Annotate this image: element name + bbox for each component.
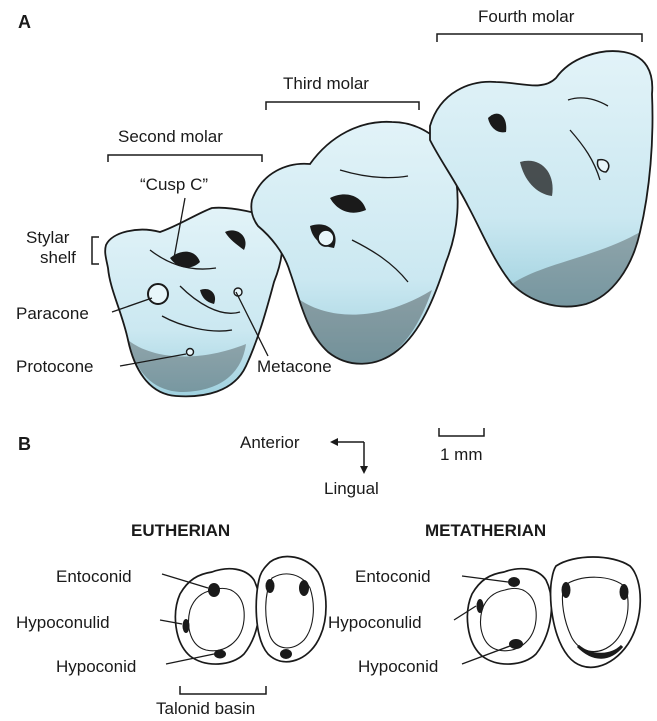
label-metatherian-hypoconulid: Hypoconulid (328, 614, 422, 631)
label-eutherian-entoconid: Entoconid (56, 568, 132, 585)
fourth-molar-tooth (430, 51, 653, 306)
label-paracone: Paracone (16, 305, 89, 322)
label-shelf: shelf (40, 249, 76, 266)
title-eutherian: EUTHERIAN (131, 522, 230, 539)
orientation-arrows (330, 438, 368, 474)
label-protocone: Protocone (16, 358, 94, 375)
title-metatherian: METATHERIAN (425, 522, 546, 539)
label-metatherian-entoconid: Entoconid (355, 568, 431, 585)
label-third-molar: Third molar (283, 75, 369, 92)
label-scale: 1 mm (440, 446, 483, 463)
bracket-stylar-shelf (92, 237, 99, 264)
label-talonid-basin: Talonid basin (156, 700, 255, 717)
label-anterior: Anterior (240, 434, 300, 451)
panel-label-a: A (18, 12, 31, 33)
label-eutherian-hypoconid: Hypoconid (56, 658, 136, 675)
label-lingual: Lingual (324, 480, 379, 497)
label-eutherian-hypoconulid: Hypoconulid (16, 614, 110, 631)
scale-bar (439, 428, 484, 436)
bracket-third-molar (266, 102, 419, 110)
label-second-molar: Second molar (118, 128, 223, 145)
label-metacone: Metacone (257, 358, 332, 375)
label-cusp-c: “Cusp C” (140, 176, 208, 193)
bracket-talonid-basin (180, 686, 266, 694)
panel-label-b: B (18, 434, 31, 455)
bracket-second-molar (108, 155, 262, 162)
bracket-fourth-molar (437, 34, 642, 42)
label-fourth-molar: Fourth molar (478, 8, 574, 25)
eutherian-tooth (175, 557, 326, 665)
label-stylar: Stylar (26, 229, 69, 246)
metatherian-tooth (467, 557, 640, 667)
label-metatherian-hypoconid: Hypoconid (358, 658, 438, 675)
second-molar-tooth (105, 208, 282, 397)
third-molar-tooth (251, 122, 457, 364)
